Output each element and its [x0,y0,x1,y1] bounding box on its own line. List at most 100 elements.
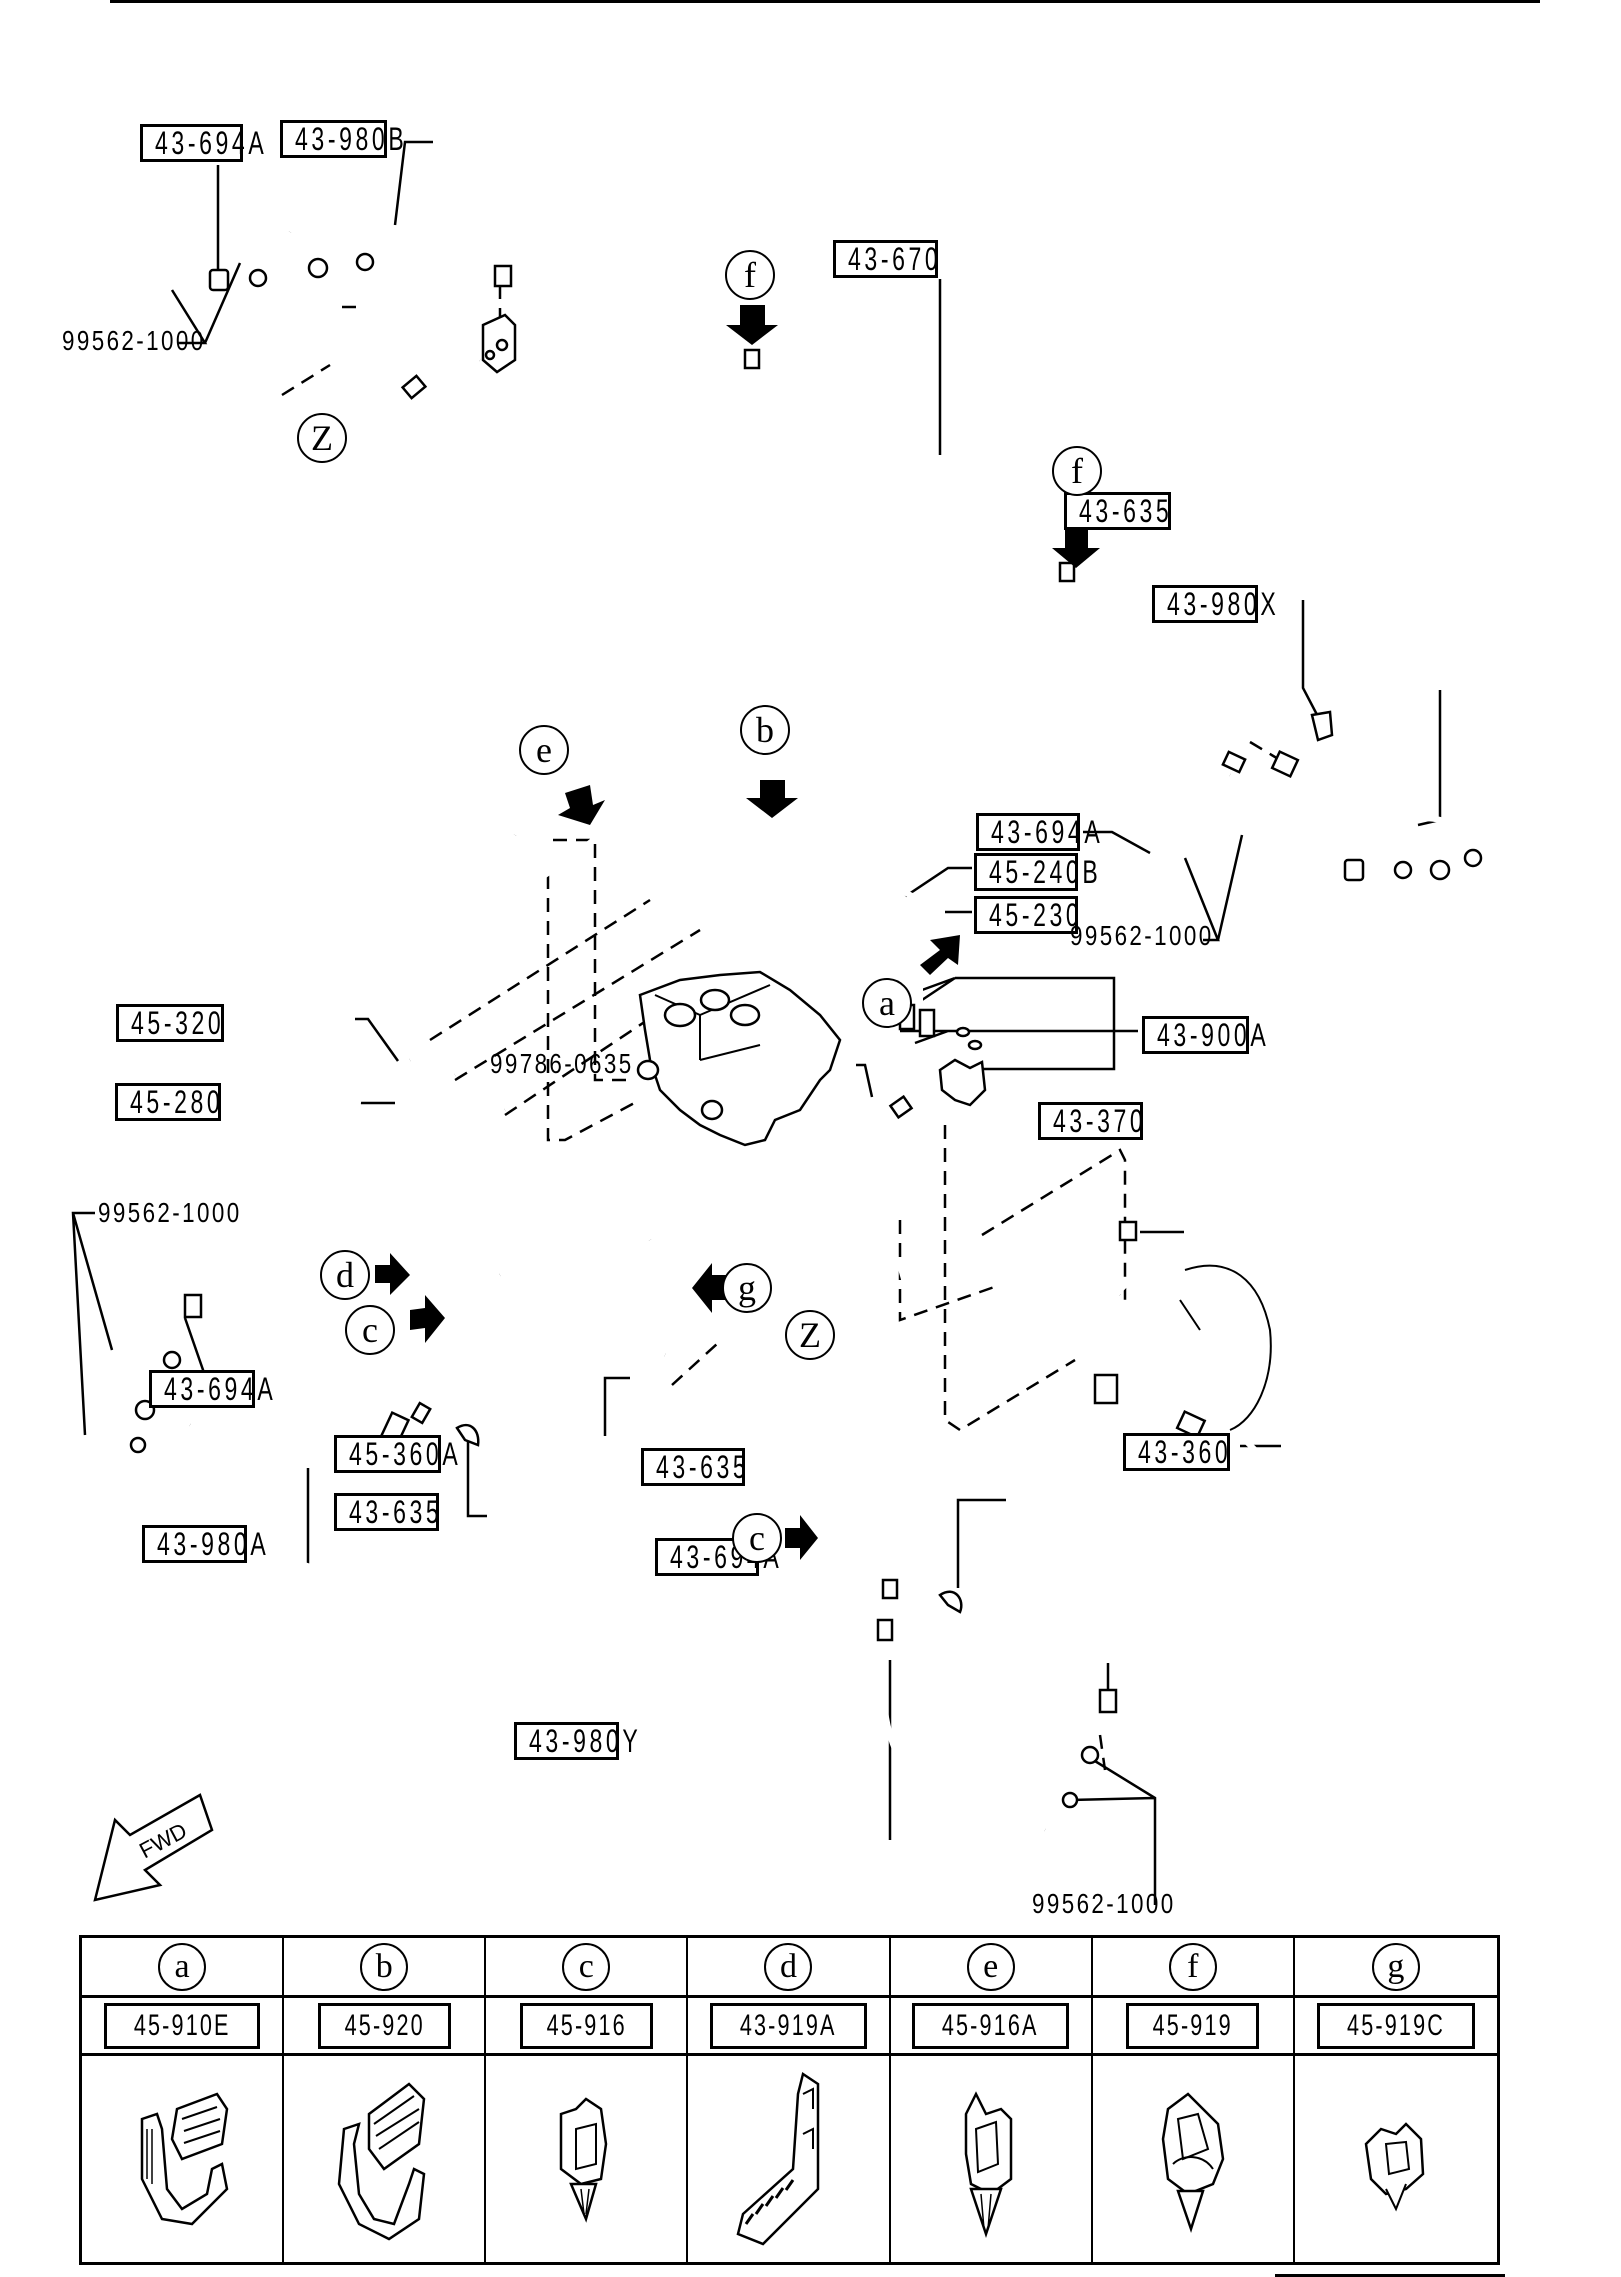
part-label-43-694A[interactable]: 43-694A [976,813,1100,851]
legend-part-cell: 45-919C [1294,1998,1497,2056]
part-label-45-240B[interactable]: 45-240B [974,853,1098,891]
washer [248,268,268,288]
part-label-43-635[interactable]: 43-635 [641,1448,746,1486]
fitting [1093,1373,1119,1405]
arrow-d [375,1253,410,1295]
clip-43-635 [455,1423,480,1447]
callout-c: c [732,1513,782,1563]
legend-part-45-920[interactable]: 45-920 [317,2002,451,2049]
arrow-g [692,1263,727,1313]
part-label-43-670[interactable]: 43-670 [833,240,938,278]
legend-image-cell [1295,2056,1497,2262]
legend-part-45-916[interactable]: 45-916 [519,2002,654,2049]
arrow-b [746,780,798,818]
o-ring [967,1039,983,1051]
clip-f-icon [1161,2092,1225,2234]
callout-a: a [862,978,912,1028]
legend-image-cell [1093,2056,1295,2262]
arrow-f-mid [1052,530,1100,568]
legend-letter-cell: f [1092,1938,1295,1998]
banjo-bolt [1343,858,1365,882]
clip-a-icon [140,2092,229,2226]
legend-image-cell [486,2056,689,2262]
legend-letter-cell: a [82,1938,285,1998]
part-label-45-280[interactable]: 45-280 [115,1083,221,1121]
legend-part-cell: 43-919A [688,1998,891,2056]
part-label-43-635[interactable]: 43-635 [334,1493,439,1531]
banjo-bolt [208,268,230,292]
part-label-43-980B[interactable]: 43-980B [280,120,404,158]
bolt [888,1094,914,1120]
part-label-43-980A[interactable]: 43-980A [142,1525,266,1563]
clip-c-icon [560,2097,608,2223]
part-label-45-230[interactable]: 45-230 [974,896,1079,934]
callout-d: d [320,1250,370,1300]
legend-letter-cell: g [1294,1938,1497,1998]
legend-part-45-910E[interactable]: 45-910E [103,2002,261,2049]
legend-image-cell [82,2056,285,2262]
part-label-43-980X[interactable]: 43-980X [1152,585,1276,623]
proportioning-valve [938,1058,987,1107]
legend-part-cell: 45-916 [486,1998,689,2056]
part-label-43-980Y[interactable]: 43-980Y [514,1722,638,1760]
tube-nut [493,264,513,288]
callout-z: Z [297,413,347,463]
legend-letter-d: d [764,1942,813,1991]
legend-letter-c: c [562,1942,611,1991]
part-label-43-694A[interactable]: 43-694A [140,124,264,162]
arrow-c-mid [785,1515,818,1560]
clip-b-icon [337,2082,426,2241]
part-label-45-360A[interactable]: 45-360A [334,1435,458,1473]
top-rule [110,0,1540,3]
part-label-99562-1000[interactable]: 99562-1000 [98,1197,242,1228]
legend-letter-f: f [1168,1942,1217,1991]
legend-letter-cell: d [688,1938,891,1998]
legend-letter-cell: b [284,1938,487,1998]
legend-letter-e: e [966,1942,1015,1991]
clip-d-icon [737,2071,820,2246]
arrow-c-left [410,1295,445,1343]
legend-letter-cell: e [890,1938,1093,1998]
legend-image-cell [891,2056,1093,2262]
part-label-43-900A[interactable]: 43-900A [1142,1016,1266,1054]
part-label-99562-1000[interactable]: 99562-1000 [62,325,206,356]
banjo-bolt [183,1293,203,1319]
clip-43-635 [1310,710,1334,742]
legend-letter-cell: c [486,1938,689,1998]
legend-part-cell: 45-919 [1092,1998,1295,2056]
legend-part-45-919[interactable]: 45-919 [1126,2002,1260,2049]
part-label-43-360[interactable]: 43-360 [1123,1433,1230,1471]
callout-g: g [722,1263,772,1313]
legend-part-45-919C[interactable]: 45-919C [1316,2002,1475,2049]
callout-z: Z [785,1310,835,1360]
legend-part-43-919A[interactable]: 43-919A [710,2002,867,2049]
legend-letter-g: g [1371,1942,1420,1991]
legend-image-cell [284,2056,487,2262]
banjo-bolt [1098,1688,1118,1714]
legend-part-cell: 45-916A [890,1998,1093,2056]
arrow-a [920,935,960,975]
legend-letter-b: b [360,1942,409,1991]
washer [355,252,375,272]
part-label-99562-1000[interactable]: 99562-1000 [1070,920,1214,951]
callout-f: f [1052,446,1102,496]
callout-c: c [345,1305,395,1355]
brake-pipes [188,191,1473,1833]
part-label-45-320[interactable]: 45-320 [116,1004,224,1042]
part-label-99562-1000[interactable]: 99562-1000 [1032,1888,1176,1919]
components [129,252,1483,1809]
part-label-43-635[interactable]: 43-635 [1064,492,1171,530]
clip-f [743,348,761,370]
legend-image-cell [688,2056,891,2262]
clip-f [1058,561,1076,583]
callout-f: f [725,250,775,300]
legend-part-cell: 45-920 [284,1998,487,2056]
clip-arrows [375,305,1100,1560]
part-label-99786-0635[interactable]: 99786-0635 [490,1048,634,1079]
legend-part-45-916A[interactable]: 45-916A [912,2002,1069,2049]
part-label-43-370[interactable]: 43-370 [1038,1102,1143,1140]
arrow-f-top [726,305,778,345]
arrow-e [558,785,605,825]
callout-e: e [519,725,569,775]
part-label-43-694A[interactable]: 43-694A [149,1370,273,1408]
